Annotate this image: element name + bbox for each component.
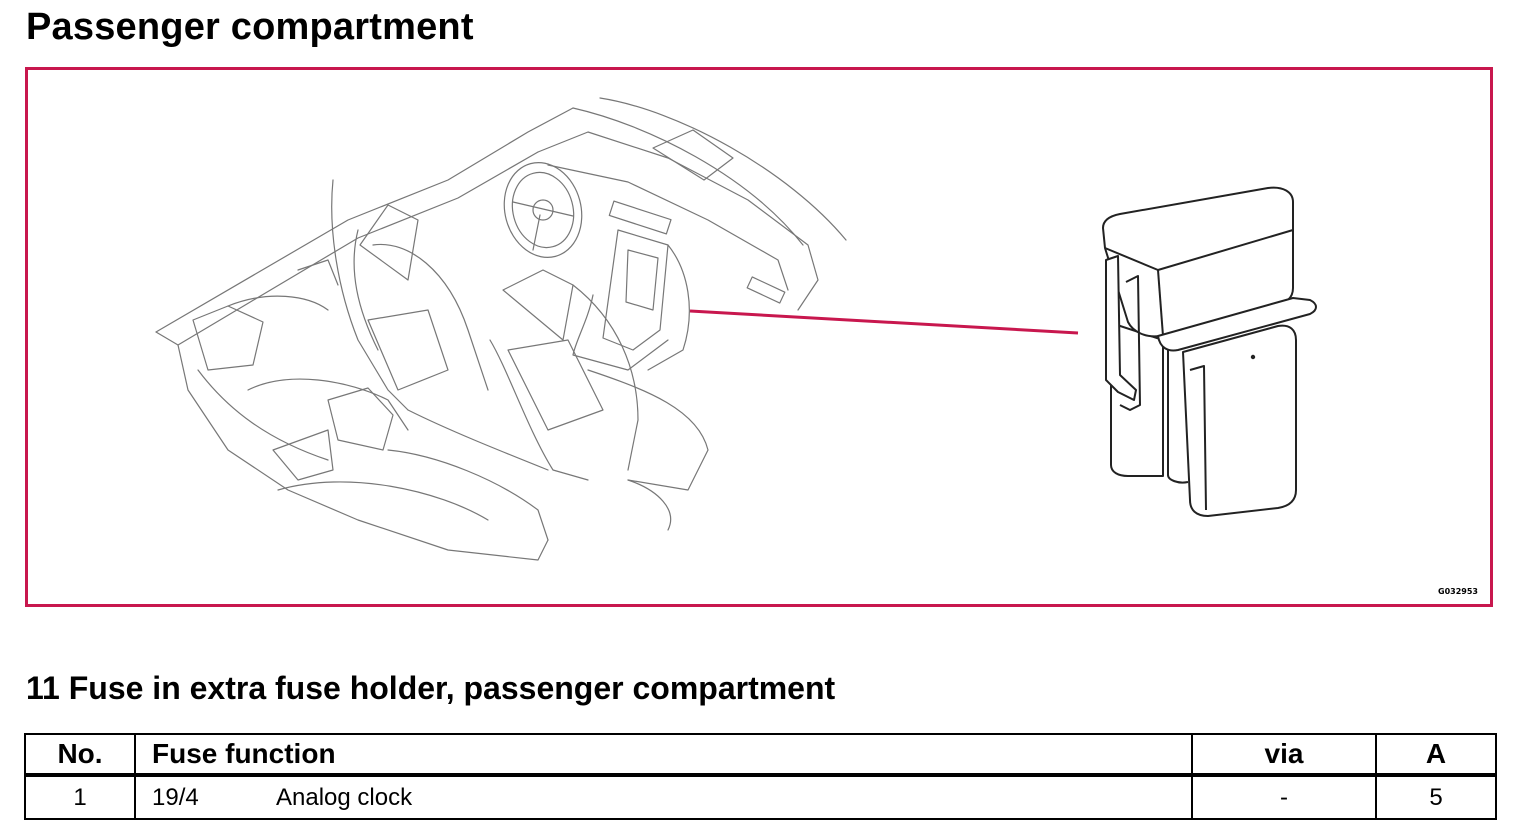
cell-no: 1 xyxy=(24,774,136,820)
fuse-table: No. Fuse function via A 1 19/4 Analog clo… xyxy=(24,733,1497,820)
header-amps: A xyxy=(1375,733,1497,777)
table-row: 1 19/4 Analog clock - 5 xyxy=(24,774,1497,820)
fuse-code: 19/4 xyxy=(152,783,199,811)
section-heading: 11 Fuse in extra fuse holder, passenger … xyxy=(26,670,836,706)
page-title: Passenger compartment xyxy=(26,6,474,48)
fuse-function-text: Analog clock xyxy=(276,783,413,811)
header-function: Fuse function xyxy=(134,733,1193,777)
table-header-row: No. Fuse function via A xyxy=(24,733,1497,777)
cell-amps: 5 xyxy=(1375,774,1497,820)
figure-frame: G032953 xyxy=(25,67,1493,607)
pointer-line xyxy=(689,309,1079,335)
figure-illustration xyxy=(155,97,1317,561)
cell-function: 19/4 Analog clock xyxy=(134,774,1193,820)
fuse-holder-illustration xyxy=(1102,186,1317,517)
figure-code: G032953 xyxy=(1438,587,1478,596)
car-interior-illustration xyxy=(155,97,847,561)
header-no: No. xyxy=(24,733,136,777)
header-via: via xyxy=(1191,733,1377,777)
cell-via: - xyxy=(1191,774,1377,820)
